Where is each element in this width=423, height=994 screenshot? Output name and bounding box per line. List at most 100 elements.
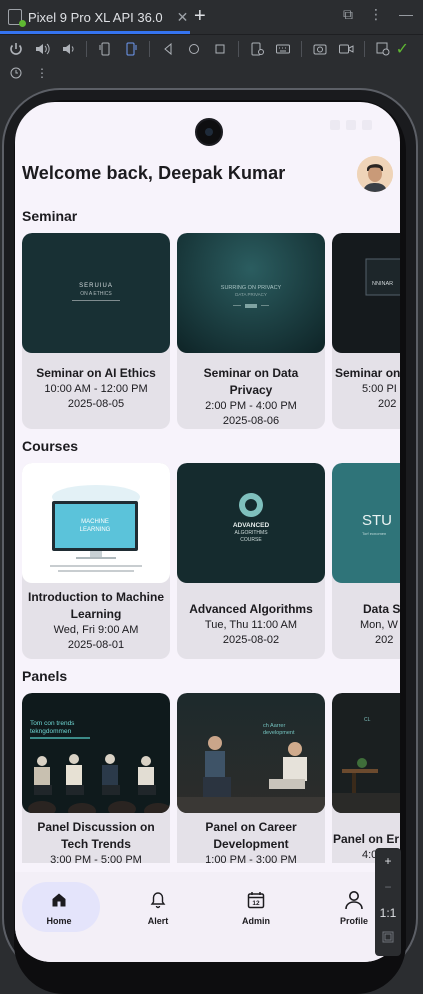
nav-label: Home [46, 916, 72, 926]
record-video-icon[interactable] [336, 39, 356, 59]
status-bar [15, 102, 400, 150]
card-time: 1:00 PM - 3:00 PM [205, 854, 297, 863]
rotate-left-icon[interactable] [95, 39, 115, 59]
svg-text:12: 12 [252, 900, 260, 907]
emulator-tab-bar: Pixel 9 Pro XL API 36.0 ✕ + ⧉ ⋮ — [0, 0, 423, 34]
svg-text:DATA PRIVACY: DATA PRIVACY [235, 292, 267, 297]
card-date: 2025-08-06 [222, 415, 280, 427]
nav-active-pill [22, 882, 100, 932]
overview-icon[interactable] [210, 39, 230, 59]
nav-profile[interactable]: Profile [314, 882, 394, 932]
card-time: 2:00 PM - 4:00 PM [205, 400, 297, 412]
card-date: 2025-08-02 [222, 634, 280, 646]
svg-text:NNINAR: NNINAR [372, 281, 393, 287]
seminar-card[interactable]: SERUIUA ON A ETHICS Seminar on AI Ethics… [22, 233, 170, 429]
card-date: 2025-08-05 [67, 398, 125, 410]
section-title-panels: Panels [22, 668, 68, 684]
course-card[interactable]: MACHINE LEARNING Introduction to Machine… [22, 463, 170, 659]
nav-label: Admin [242, 916, 270, 926]
seminar-card[interactable]: NNINAR Seminar on 5:00 PI 202 [332, 233, 400, 429]
home-icon [19, 888, 99, 912]
zoom-in-button[interactable]: + [384, 854, 392, 868]
svg-text:SERUIUA: SERUIUA [79, 283, 113, 289]
card-title: Seminar on Data Privacy [203, 366, 299, 397]
card-title: Seminar on AI Ethics [36, 366, 156, 380]
external-window-icon[interactable]: ⧉ [343, 6, 353, 22]
panel-card[interactable]: CL Panel on Er 4:0 [332, 693, 400, 863]
svg-text:ALGORITHMS: ALGORITHMS [234, 530, 268, 536]
panel-card[interactable]: Tom con trends tekngdommen Panel Discuss… [22, 693, 170, 863]
camera-screenshot-icon[interactable] [310, 39, 330, 59]
zoom-actual-size-button[interactable]: 1:1 [379, 906, 397, 920]
card-title: Advanced Algorithms [189, 602, 313, 616]
nav-label: Profile [339, 916, 368, 926]
layout-inspector-icon[interactable] [373, 39, 393, 59]
card-image: Tom con trends tekngdommen [22, 693, 170, 813]
card-image: ADVANCED ALGORITHMS COURSE [177, 463, 325, 583]
card-time: Wed, Fri 9:00 AM [53, 624, 139, 636]
courses-carousel[interactable]: MACHINE LEARNING Introduction to Machine… [22, 463, 400, 659]
home-circle-icon[interactable] [184, 39, 204, 59]
card-image: SERUIUA ON A ETHICS [22, 233, 170, 353]
card-image: STU Torf ecnomen [332, 463, 400, 583]
more-vert-icon[interactable]: ⋮ [369, 6, 383, 22]
seminar-card[interactable]: SURRING ON PRIVACY DATA PRIVACY Seminar … [177, 233, 325, 429]
calendar-icon: 12 [216, 888, 296, 912]
card-date: 2025-08-01 [67, 639, 125, 651]
panels-carousel[interactable]: Tom con trends tekngdommen Panel Discuss… [22, 693, 400, 863]
card-title: Panel on Career Development [205, 820, 297, 851]
card-image: CL [332, 693, 400, 813]
device-tab[interactable]: Pixel 9 Pro XL API 36.0 ✕ [8, 4, 188, 30]
svg-text:STU: STU [362, 512, 392, 529]
svg-text:development: development [263, 730, 295, 736]
svg-text:ADVANCED: ADVANCED [233, 522, 270, 529]
more-options-icon[interactable]: ⋮ [36, 66, 48, 80]
nav-alert[interactable]: Alert [118, 882, 198, 932]
ok-check-icon: ✓ [395, 41, 409, 58]
seminar-carousel[interactable]: SERUIUA ON A ETHICS Seminar on AI Ethics… [22, 233, 400, 429]
minimize-icon[interactable]: — [399, 6, 413, 22]
zoom-out-button[interactable]: − [384, 880, 392, 894]
svg-text:COURSE: COURSE [240, 537, 262, 543]
emulator-toolbar: ✓ ⋮ [0, 34, 423, 86]
keyboard-icon[interactable] [273, 39, 293, 59]
section-title-courses: Courses [22, 438, 79, 454]
card-image: SURRING ON PRIVACY DATA PRIVACY [177, 233, 325, 353]
section-title-seminar: Seminar [22, 208, 78, 224]
course-card[interactable]: STU Torf ecnomen Data S Mon, W 202 [332, 463, 400, 659]
card-date: 202 [375, 634, 394, 646]
svg-text:CL: CL [364, 717, 371, 723]
device-tab-title: Pixel 9 Pro XL API 36.0 [28, 9, 163, 25]
person-icon [314, 888, 394, 912]
nav-admin[interactable]: 12 Admin [216, 882, 296, 932]
close-tab-icon[interactable]: ✕ [176, 8, 189, 25]
add-tab-icon[interactable]: + [194, 5, 206, 27]
bottom-navigation: Home Alert 12 Admin Profile [15, 872, 400, 962]
card-time: 5:00 PI [362, 383, 397, 395]
course-card[interactable]: ADVANCED ALGORITHMS COURSE Advanced Algo… [177, 463, 325, 659]
profile-avatar[interactable] [357, 156, 393, 192]
active-tab-indicator [0, 31, 190, 34]
svg-text:ch Aarrer: ch Aarrer [263, 723, 285, 729]
volume-down-icon[interactable] [58, 39, 78, 59]
nav-home[interactable]: Home [19, 882, 100, 932]
card-title: Seminar on [335, 366, 400, 380]
welcome-heading: Welcome back, Deepak Kumar [22, 163, 286, 183]
card-time: 10:00 AM - 12:00 PM [44, 383, 148, 395]
device-settings-icon[interactable] [247, 39, 267, 59]
panel-card[interactable]: ch Aarrer development Panel on Career De… [177, 693, 325, 863]
back-icon[interactable] [158, 39, 178, 59]
card-time: 4:0 [362, 849, 378, 861]
svg-text:Tom con trends: Tom con trends [30, 720, 75, 727]
snapshot-icon[interactable] [6, 63, 26, 83]
rotate-right-icon[interactable] [121, 39, 141, 59]
volume-up-icon[interactable] [32, 39, 52, 59]
card-time: 3:00 PM - 5:00 PM [50, 854, 142, 863]
fit-screen-icon[interactable] [375, 926, 401, 952]
power-icon[interactable] [6, 39, 26, 59]
svg-text:tekngdommen: tekngdommen [30, 728, 72, 735]
card-title: Panel Discussion on Tech Trends [37, 820, 155, 851]
app-screen: Welcome back, Deepak Kumar Seminar SERUI… [15, 102, 400, 962]
card-date: 202 [378, 398, 397, 410]
nav-label: Alert [147, 916, 169, 926]
